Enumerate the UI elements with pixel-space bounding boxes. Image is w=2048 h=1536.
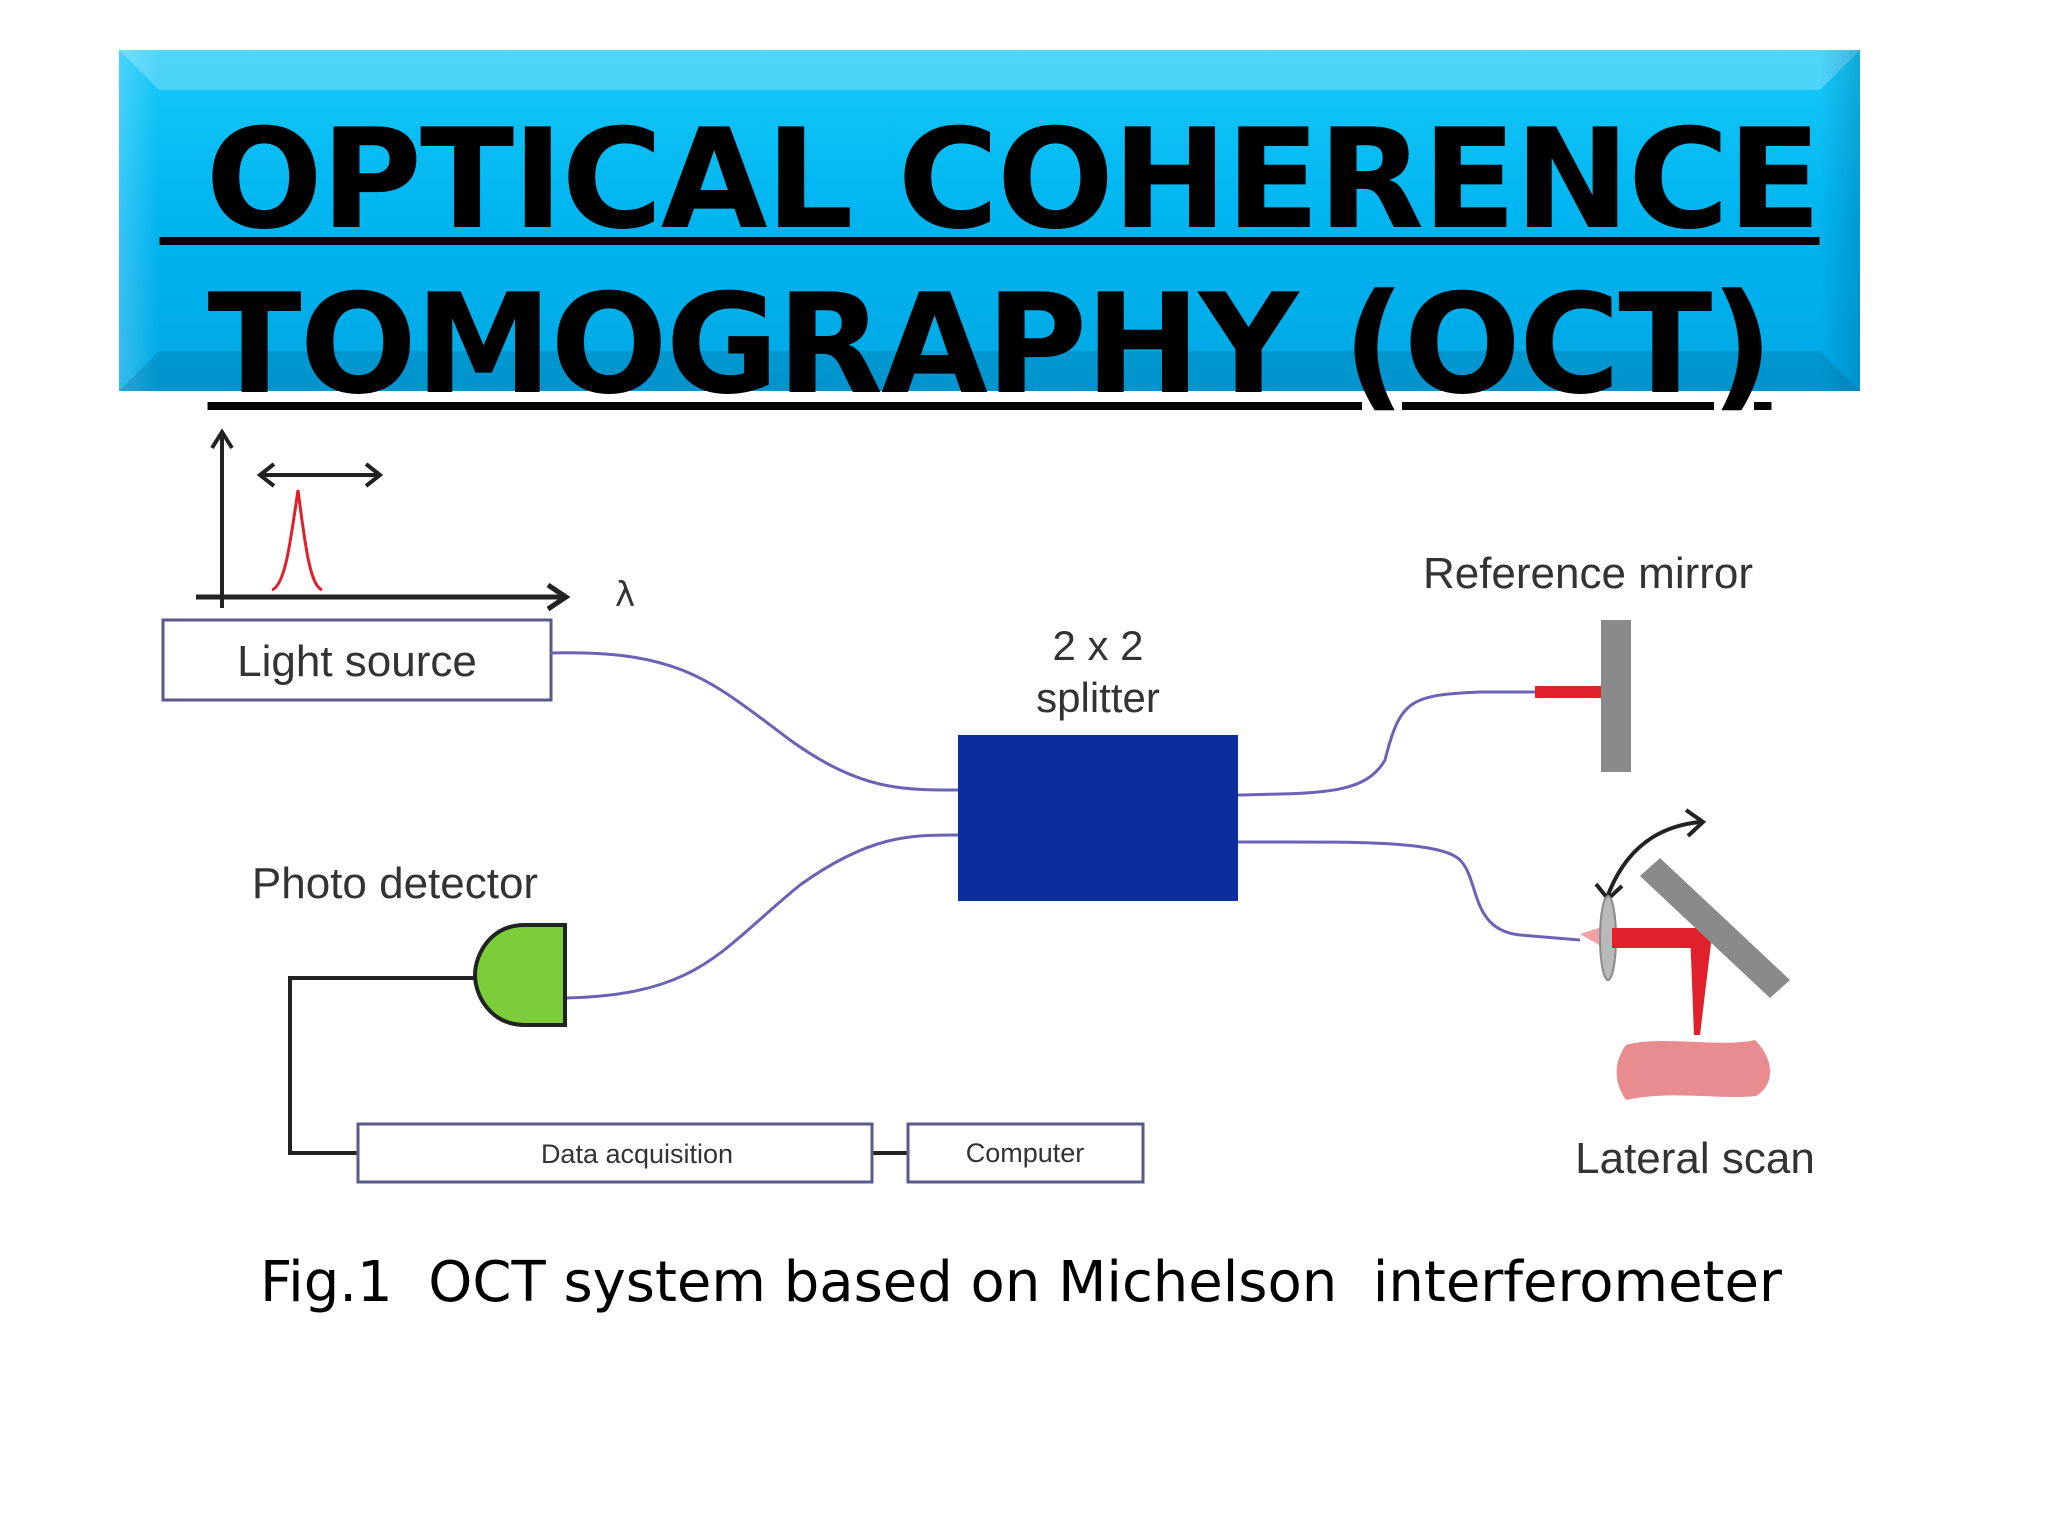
- splitter-label-line1: 2 x 2: [1052, 622, 1143, 669]
- x-axis-arrowhead: [546, 582, 571, 612]
- banner-bevel: [119, 50, 159, 391]
- detector-fiber: [564, 833, 959, 1000]
- lateral-scan-assembly: [1580, 808, 1790, 1100]
- spectrum-plot: λ: [196, 428, 635, 615]
- scan-arc-arrow: [1606, 820, 1701, 896]
- banner-bevel: [119, 50, 1860, 90]
- light-source-box: [161, 618, 553, 702]
- scanning-mirror: [1640, 858, 1790, 998]
- lambda-label: λ: [615, 575, 635, 615]
- photo-detector-label: Photo detector: [252, 859, 538, 908]
- computer-label: Computer: [966, 1138, 1085, 1168]
- data-acquisition-box: [356, 1122, 874, 1184]
- figure-caption: Fig.1 OCT system based on Michelson inte…: [260, 1250, 1782, 1315]
- detector-wire: [288, 976, 475, 1155]
- splitter-label-line2: splitter: [1036, 674, 1160, 721]
- banner-bevel: [119, 351, 1860, 391]
- tissue-sample: [1616, 1040, 1771, 1100]
- reference-beam: [1535, 686, 1601, 698]
- double-arrow-left-head: [256, 462, 276, 488]
- reference-mirror-label: Reference mirror: [1423, 549, 1753, 598]
- title-line-2: TOMOGRAPHY (OCT): [207, 264, 1774, 425]
- light-source-label: Light source: [237, 637, 477, 686]
- reference-fiber: [1237, 690, 1535, 797]
- oct-diagram: λ Light source 2 x 2 splitter Reference …: [161, 428, 1815, 1184]
- y-axis-arrowhead: [210, 428, 234, 450]
- double-arrow-right-head: [364, 462, 384, 488]
- title-line-1: OPTICAL COHERENCE: [159, 99, 1822, 260]
- deflected-beam: [1690, 930, 1712, 1035]
- banner-bevel: [1820, 50, 1860, 391]
- reference-mirror: [1601, 620, 1631, 772]
- scan-arc-arrowhead-right: [1684, 808, 1707, 838]
- splitter-box: [958, 735, 1238, 901]
- lateral-scan-label: Lateral scan: [1575, 1134, 1815, 1183]
- sample-beam: [1612, 928, 1700, 948]
- source-fiber: [550, 651, 959, 792]
- photo-detector: [472, 923, 567, 1027]
- title-banner: OPTICAL COHERENCE TOMOGRAPHY (OCT): [119, 50, 1860, 420]
- sample-fiber: [1237, 840, 1581, 942]
- spectrum-peak: [271, 489, 323, 592]
- computer-box: [906, 1122, 1145, 1184]
- data-acquisition-label: Data acquisition: [541, 1139, 733, 1169]
